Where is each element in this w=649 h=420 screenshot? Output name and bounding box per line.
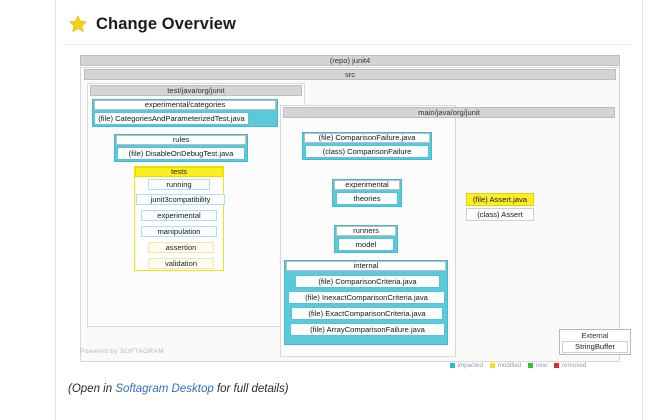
file-comparisoncriteria[interactable]: (file) ComparisonCriteria.java — [295, 275, 440, 288]
tests-child-validation[interactable]: validation — [148, 258, 214, 269]
legend-swatch-impacted — [450, 363, 455, 368]
tests-child-junit3compatibility[interactable]: junit3compatibility — [136, 194, 225, 205]
tests-child-running[interactable]: running — [148, 179, 210, 190]
legend-item-removed: removed — [554, 362, 586, 369]
legend-label-modified: modified — [497, 362, 522, 369]
src-node[interactable]: src — [84, 69, 616, 80]
tests-label[interactable]: tests — [135, 167, 223, 177]
node-model[interactable]: model — [338, 238, 394, 251]
legend-item-modified: modified — [490, 362, 521, 369]
tests-child-manipulation[interactable]: manipulation — [141, 226, 217, 237]
external-label: External — [581, 330, 609, 340]
page-title: Change Overview — [96, 14, 236, 33]
repo-node[interactable]: (repo) junit4 — [80, 55, 620, 66]
change-overview-diagram[interactable]: (repo) junit4 src test/java/org/junit ex… — [62, 53, 634, 369]
internal-label[interactable]: internal — [286, 261, 446, 271]
softagram-watermark: Powered by SOFTAGRAM — [80, 348, 164, 355]
softagram-desktop-link[interactable]: Softagram Desktop — [115, 383, 214, 395]
page-header: Change Overview — [68, 14, 236, 34]
file-comparisonfailure[interactable]: (file) ComparisonFailure.java — [304, 133, 430, 143]
footer-suffix: for full details) — [213, 383, 289, 395]
node-theories[interactable]: theories — [336, 192, 398, 205]
file-assert[interactable]: (file) Assert.java — [466, 193, 534, 206]
file-disableondebugtest[interactable]: (file) DisableOnDebugTest.java — [117, 147, 245, 160]
legend-swatch-new — [528, 363, 534, 368]
legend-item-new: new — [528, 362, 547, 369]
test-root-node[interactable]: test/java/org/junit — [90, 85, 302, 96]
legend-label-impacted: impacted — [457, 362, 484, 369]
node-stringbuffer[interactable]: StringBuffer — [562, 341, 628, 353]
legend-item-impacted: impacted — [450, 362, 483, 369]
title-divider — [62, 44, 632, 45]
legend-swatch-removed — [554, 363, 560, 368]
page-left-rule — [55, 0, 56, 420]
class-comparisonfailure[interactable]: (class) ComparisonFailure — [305, 145, 429, 158]
footer-prefix: (Open in — [68, 383, 116, 395]
main-root-node[interactable]: main/java/org/junit — [283, 107, 615, 118]
file-categoriesandparameterizedtest[interactable]: (file) CategoriesAndParameterizedTest.ja… — [94, 112, 249, 125]
rules-label[interactable]: rules — [116, 135, 246, 145]
file-inexactcomparisoncriteria[interactable]: (file) InexactComparisonCriteria.java — [288, 291, 445, 304]
file-exactcomparisoncriteria[interactable]: (file) ExactComparisonCriteria.java — [291, 307, 443, 320]
legend-label-new: new — [535, 362, 548, 369]
tests-child-experimental[interactable]: experimental — [141, 210, 217, 221]
experimental-categories-label[interactable]: experimental/categories — [94, 100, 276, 110]
class-assert[interactable]: (class) Assert — [466, 208, 534, 221]
legend: impacted modified new removed — [450, 362, 586, 369]
tests-child-assertion[interactable]: assertion — [148, 242, 214, 253]
runners-label[interactable]: runners — [336, 226, 396, 236]
main-experimental-label[interactable]: experimental — [334, 180, 400, 190]
star-icon — [69, 15, 87, 33]
legend-swatch-modified — [490, 363, 496, 368]
legend-label-removed: removed — [561, 362, 587, 369]
page-right-rule — [642, 0, 643, 420]
footer-note: (Open in Softagram Desktop for full deta… — [68, 383, 289, 395]
file-arraycomparisonfailure[interactable]: (file) ArrayComparisonFailure.java — [290, 323, 445, 336]
